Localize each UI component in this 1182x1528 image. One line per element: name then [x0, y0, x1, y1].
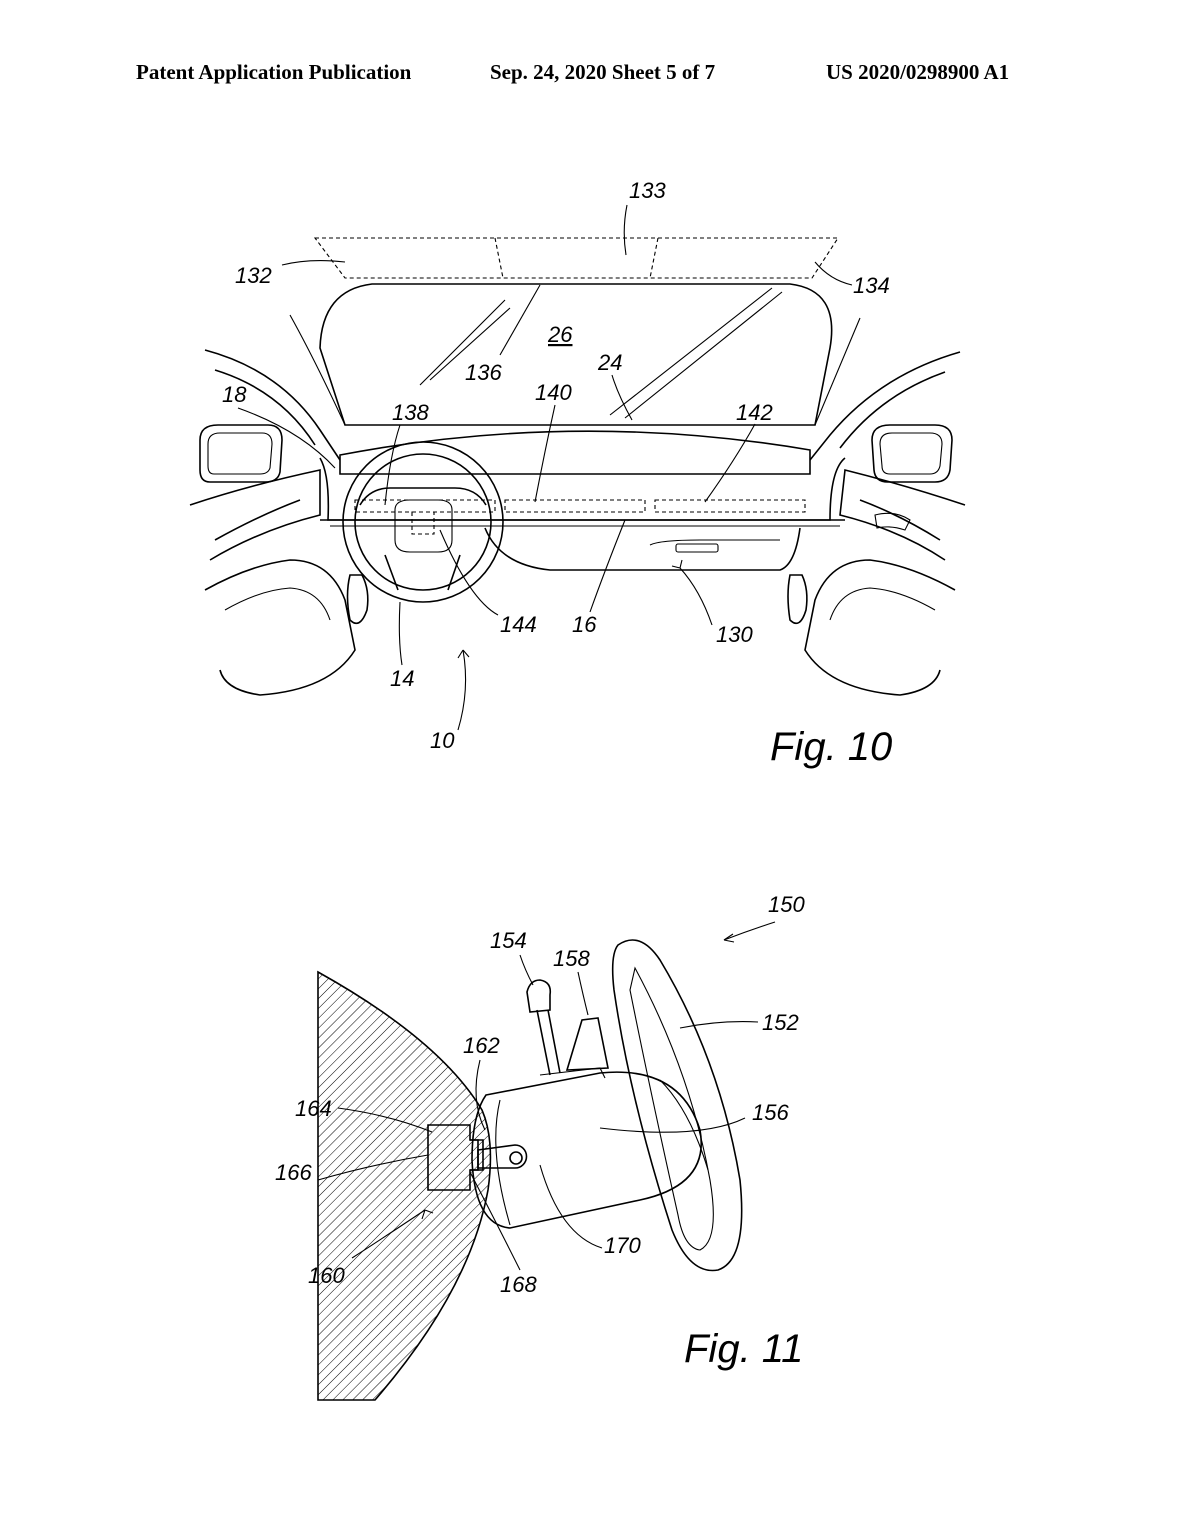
- ref-144: 144: [500, 612, 537, 637]
- dash-display-zones: [354, 499, 806, 513]
- ref-130: 130: [716, 622, 753, 647]
- ref-132: 132: [235, 263, 272, 288]
- ref-150: 150: [768, 892, 805, 917]
- windshield: [319, 283, 833, 426]
- fig10-label: Fig. 10: [770, 725, 892, 769]
- ref-142: 142: [736, 400, 773, 425]
- ref-158: 158: [553, 946, 590, 971]
- ref-136: 136: [465, 360, 502, 385]
- dashboard-section: [317, 970, 492, 1401]
- fig11-steering-wheel: [611, 939, 743, 1272]
- ref-138: 138: [392, 400, 429, 425]
- a-pillars: [204, 314, 961, 461]
- steering-column: [471, 1067, 702, 1229]
- ref-160: 160: [308, 1263, 345, 1288]
- side-mirrors: [199, 424, 953, 483]
- door-panels: [189, 469, 966, 696]
- hud-zones: [313, 237, 840, 279]
- ref-133: 133: [629, 178, 666, 203]
- ref-26: 26: [547, 322, 573, 347]
- ref-140: 140: [535, 380, 572, 405]
- fig10-leaders: [237, 204, 853, 731]
- steering-wheel: [342, 441, 504, 603]
- fig10-drawing: 133 132 134 136 26 24 18 138 140 142 144…: [189, 178, 966, 769]
- ref-152: 152: [762, 1010, 799, 1035]
- fig11-leaders: [317, 921, 776, 1271]
- ref-154: 154: [490, 928, 527, 953]
- fig11-label: Fig. 11: [684, 1327, 803, 1371]
- ref-14: 14: [390, 666, 414, 691]
- ref-170: 170: [604, 1233, 641, 1258]
- mounting-bracket: [427, 1124, 528, 1191]
- ref-134: 134: [853, 273, 890, 298]
- ref-10: 10: [430, 728, 455, 753]
- adjust-lever: [565, 1017, 609, 1071]
- ref-162: 162: [463, 1033, 500, 1058]
- ref-156: 156: [752, 1100, 789, 1125]
- turn-signal-stalk: [526, 979, 561, 1076]
- ref-166: 166: [275, 1160, 312, 1185]
- ref-18: 18: [222, 382, 247, 407]
- header-patent-number: US 2020/0298900 A1: [826, 60, 1010, 84]
- ref-164: 164: [295, 1096, 332, 1121]
- header-date-sheet: Sep. 24, 2020 Sheet 5 of 7: [490, 60, 716, 84]
- fig11-drawing: 150 154 158 152 162 164 156 166 170 160 …: [275, 892, 805, 1401]
- ref-168: 168: [500, 1272, 537, 1297]
- ref-24: 24: [597, 350, 622, 375]
- ref-16: 16: [572, 612, 597, 637]
- header-publication-type: Patent Application Publication: [136, 60, 412, 84]
